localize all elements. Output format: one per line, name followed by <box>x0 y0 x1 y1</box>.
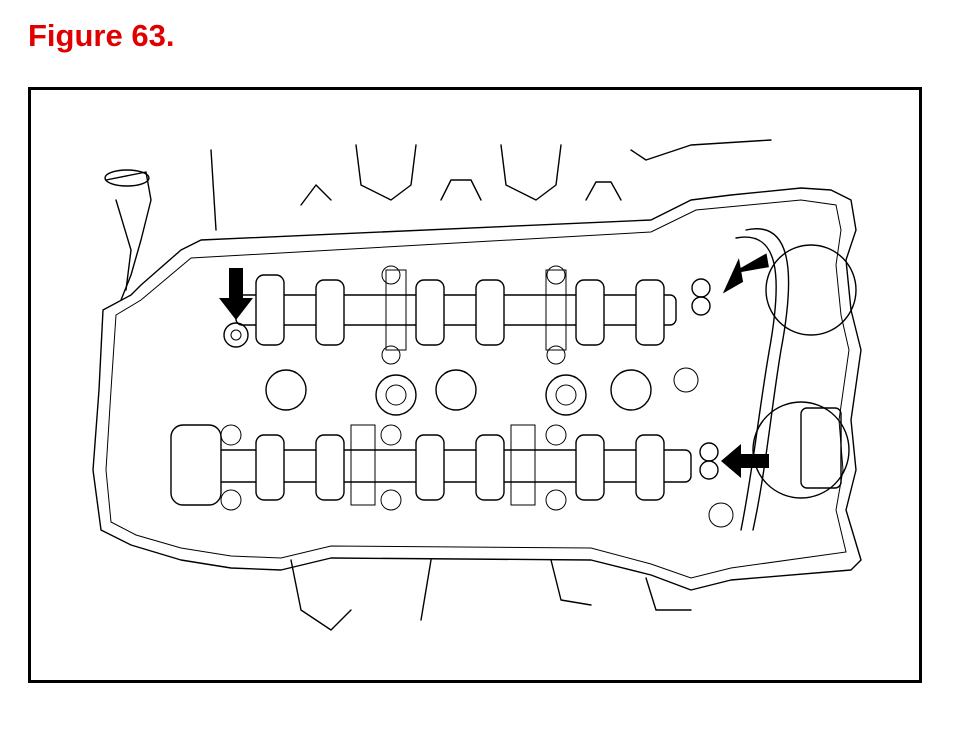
figure-title: Figure 63. <box>28 18 175 53</box>
timing-chain <box>735 228 857 531</box>
cam-cap-bolts <box>220 265 734 528</box>
callout-arrows <box>219 253 769 478</box>
arrow-2 <box>722 253 769 294</box>
exhaust-camshaft <box>170 424 692 506</box>
cylinder-head-outline <box>92 187 862 591</box>
arrow-3 <box>721 444 769 478</box>
intake-camshaft <box>235 269 677 351</box>
arrow-1 <box>219 268 253 320</box>
figure-frame <box>28 87 922 683</box>
engine-head-illustration <box>92 139 862 631</box>
